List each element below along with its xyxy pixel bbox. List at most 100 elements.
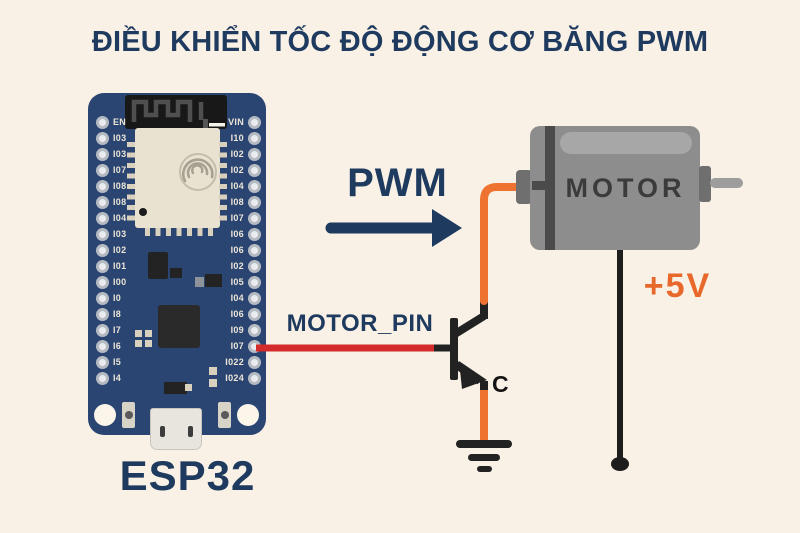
pin-hole — [248, 163, 261, 177]
pin-label: I06 — [230, 228, 244, 239]
pin-label: I04 — [230, 292, 244, 303]
motor-bearing — [699, 166, 711, 202]
pin-row: I02 — [231, 258, 261, 274]
pin-row: I03 — [96, 226, 126, 242]
pin-label: I06 — [230, 308, 244, 319]
pin-label: I01 — [113, 260, 127, 271]
motor-shaft — [710, 178, 743, 188]
pin-row: I024 — [225, 370, 261, 386]
pin-row: I8 — [96, 306, 126, 322]
pin-hole — [248, 355, 261, 369]
pin-row: I4 — [96, 370, 126, 386]
pin-label: I09 — [230, 324, 244, 335]
pin-hole — [96, 339, 109, 353]
mounting-hole — [237, 404, 259, 426]
reset-button — [218, 402, 231, 428]
npn-transistor — [450, 299, 488, 393]
pin-hole — [248, 227, 261, 241]
pin-row: I7 — [96, 322, 126, 338]
mounting-hole — [94, 404, 116, 426]
pin-row: I07 — [231, 338, 261, 354]
pwm-label: PWM — [347, 161, 448, 205]
pin-label: I022 — [225, 356, 244, 367]
esp32-caption: ESP32 — [119, 452, 256, 499]
button-dot-icon — [124, 411, 133, 419]
motor-pin-label: MOTOR_PIN — [286, 310, 434, 337]
pin-hole — [248, 339, 261, 353]
pin-label: I6 — [113, 340, 122, 351]
pin-label: I5 — [113, 356, 122, 367]
pin-hole — [96, 195, 109, 209]
pin-hole — [248, 275, 261, 289]
pin-hole — [248, 131, 261, 145]
pin-label: I07 — [230, 340, 244, 351]
pin-row: I06 — [231, 226, 261, 242]
pin-hole — [248, 179, 261, 193]
pin-row: I07 — [231, 210, 261, 226]
pin-row: I08 — [231, 194, 261, 210]
espressif-swirl-logo — [179, 153, 217, 191]
pin-hole — [248, 259, 261, 273]
pin-row: I05 — [231, 274, 261, 290]
pin-row: I04 — [231, 290, 261, 306]
pin-row: I02 — [231, 146, 261, 162]
boot-button — [122, 402, 135, 428]
module-pads-left — [127, 142, 135, 226]
pin-hole — [248, 147, 261, 161]
usb-slot-icon — [160, 426, 165, 437]
pin-row: I03 — [96, 130, 126, 146]
pin-hole — [248, 243, 261, 257]
pin-row: I00 — [96, 274, 126, 290]
motor-terminal — [516, 170, 532, 204]
pin-label: I0 — [113, 292, 122, 303]
pin-label: I08 — [230, 196, 244, 207]
pin-hole — [248, 307, 261, 321]
pin-hole — [96, 115, 109, 129]
pin-row: I02 — [96, 242, 126, 258]
supply-voltage-label: +5V — [643, 267, 712, 305]
pin-row: I02 — [231, 162, 261, 178]
module-pads-right — [219, 142, 227, 226]
pin-row: I0 — [96, 290, 126, 306]
pin-label: I00 — [113, 276, 127, 287]
pin-hole — [96, 291, 109, 305]
motor-stripe — [545, 126, 555, 250]
pin-label: I4 — [113, 372, 122, 383]
pin-row: I01 — [96, 258, 126, 274]
pin-label: I7 — [113, 324, 122, 335]
pin-label: I05 — [230, 276, 244, 287]
micro-usb-port — [150, 408, 202, 450]
pin-label: I024 — [225, 372, 244, 383]
supply-wire — [611, 250, 629, 471]
collector-wire — [480, 183, 523, 305]
pin-row: I04 — [231, 178, 261, 194]
pin-label: I04 — [230, 180, 244, 191]
pin-label: I03 — [113, 228, 127, 239]
pin-row: I08 — [96, 194, 126, 210]
pin-label: I10 — [230, 132, 244, 143]
pin-hole — [248, 371, 261, 385]
ground-symbol — [456, 440, 512, 472]
pin-row: I06 — [231, 306, 261, 322]
pin-row: I10 — [231, 130, 261, 146]
pin-label: I08 — [113, 196, 127, 207]
pin-hole — [96, 131, 109, 145]
button-dot-icon — [220, 411, 229, 419]
pin-hole — [96, 355, 109, 369]
motor-highlight — [560, 132, 692, 154]
pin-label: I02 — [230, 260, 244, 271]
pin-hole — [248, 323, 261, 337]
pin-hole — [248, 211, 261, 225]
pin-row: I03 — [96, 146, 126, 162]
pin-row: I09 — [231, 322, 261, 338]
pin-hole — [96, 163, 109, 177]
pin-row: I6 — [96, 338, 126, 354]
pin-hole — [96, 307, 109, 321]
pin-label: I02 — [113, 244, 127, 255]
page-title: ĐIỀU KHIỂN TỐC ĐỘ ĐỘNG CƠ BĂNG PWM — [91, 26, 709, 58]
module-pads-bottom — [145, 228, 217, 236]
pin-hole — [248, 291, 261, 305]
pin-row: I04 — [96, 210, 126, 226]
